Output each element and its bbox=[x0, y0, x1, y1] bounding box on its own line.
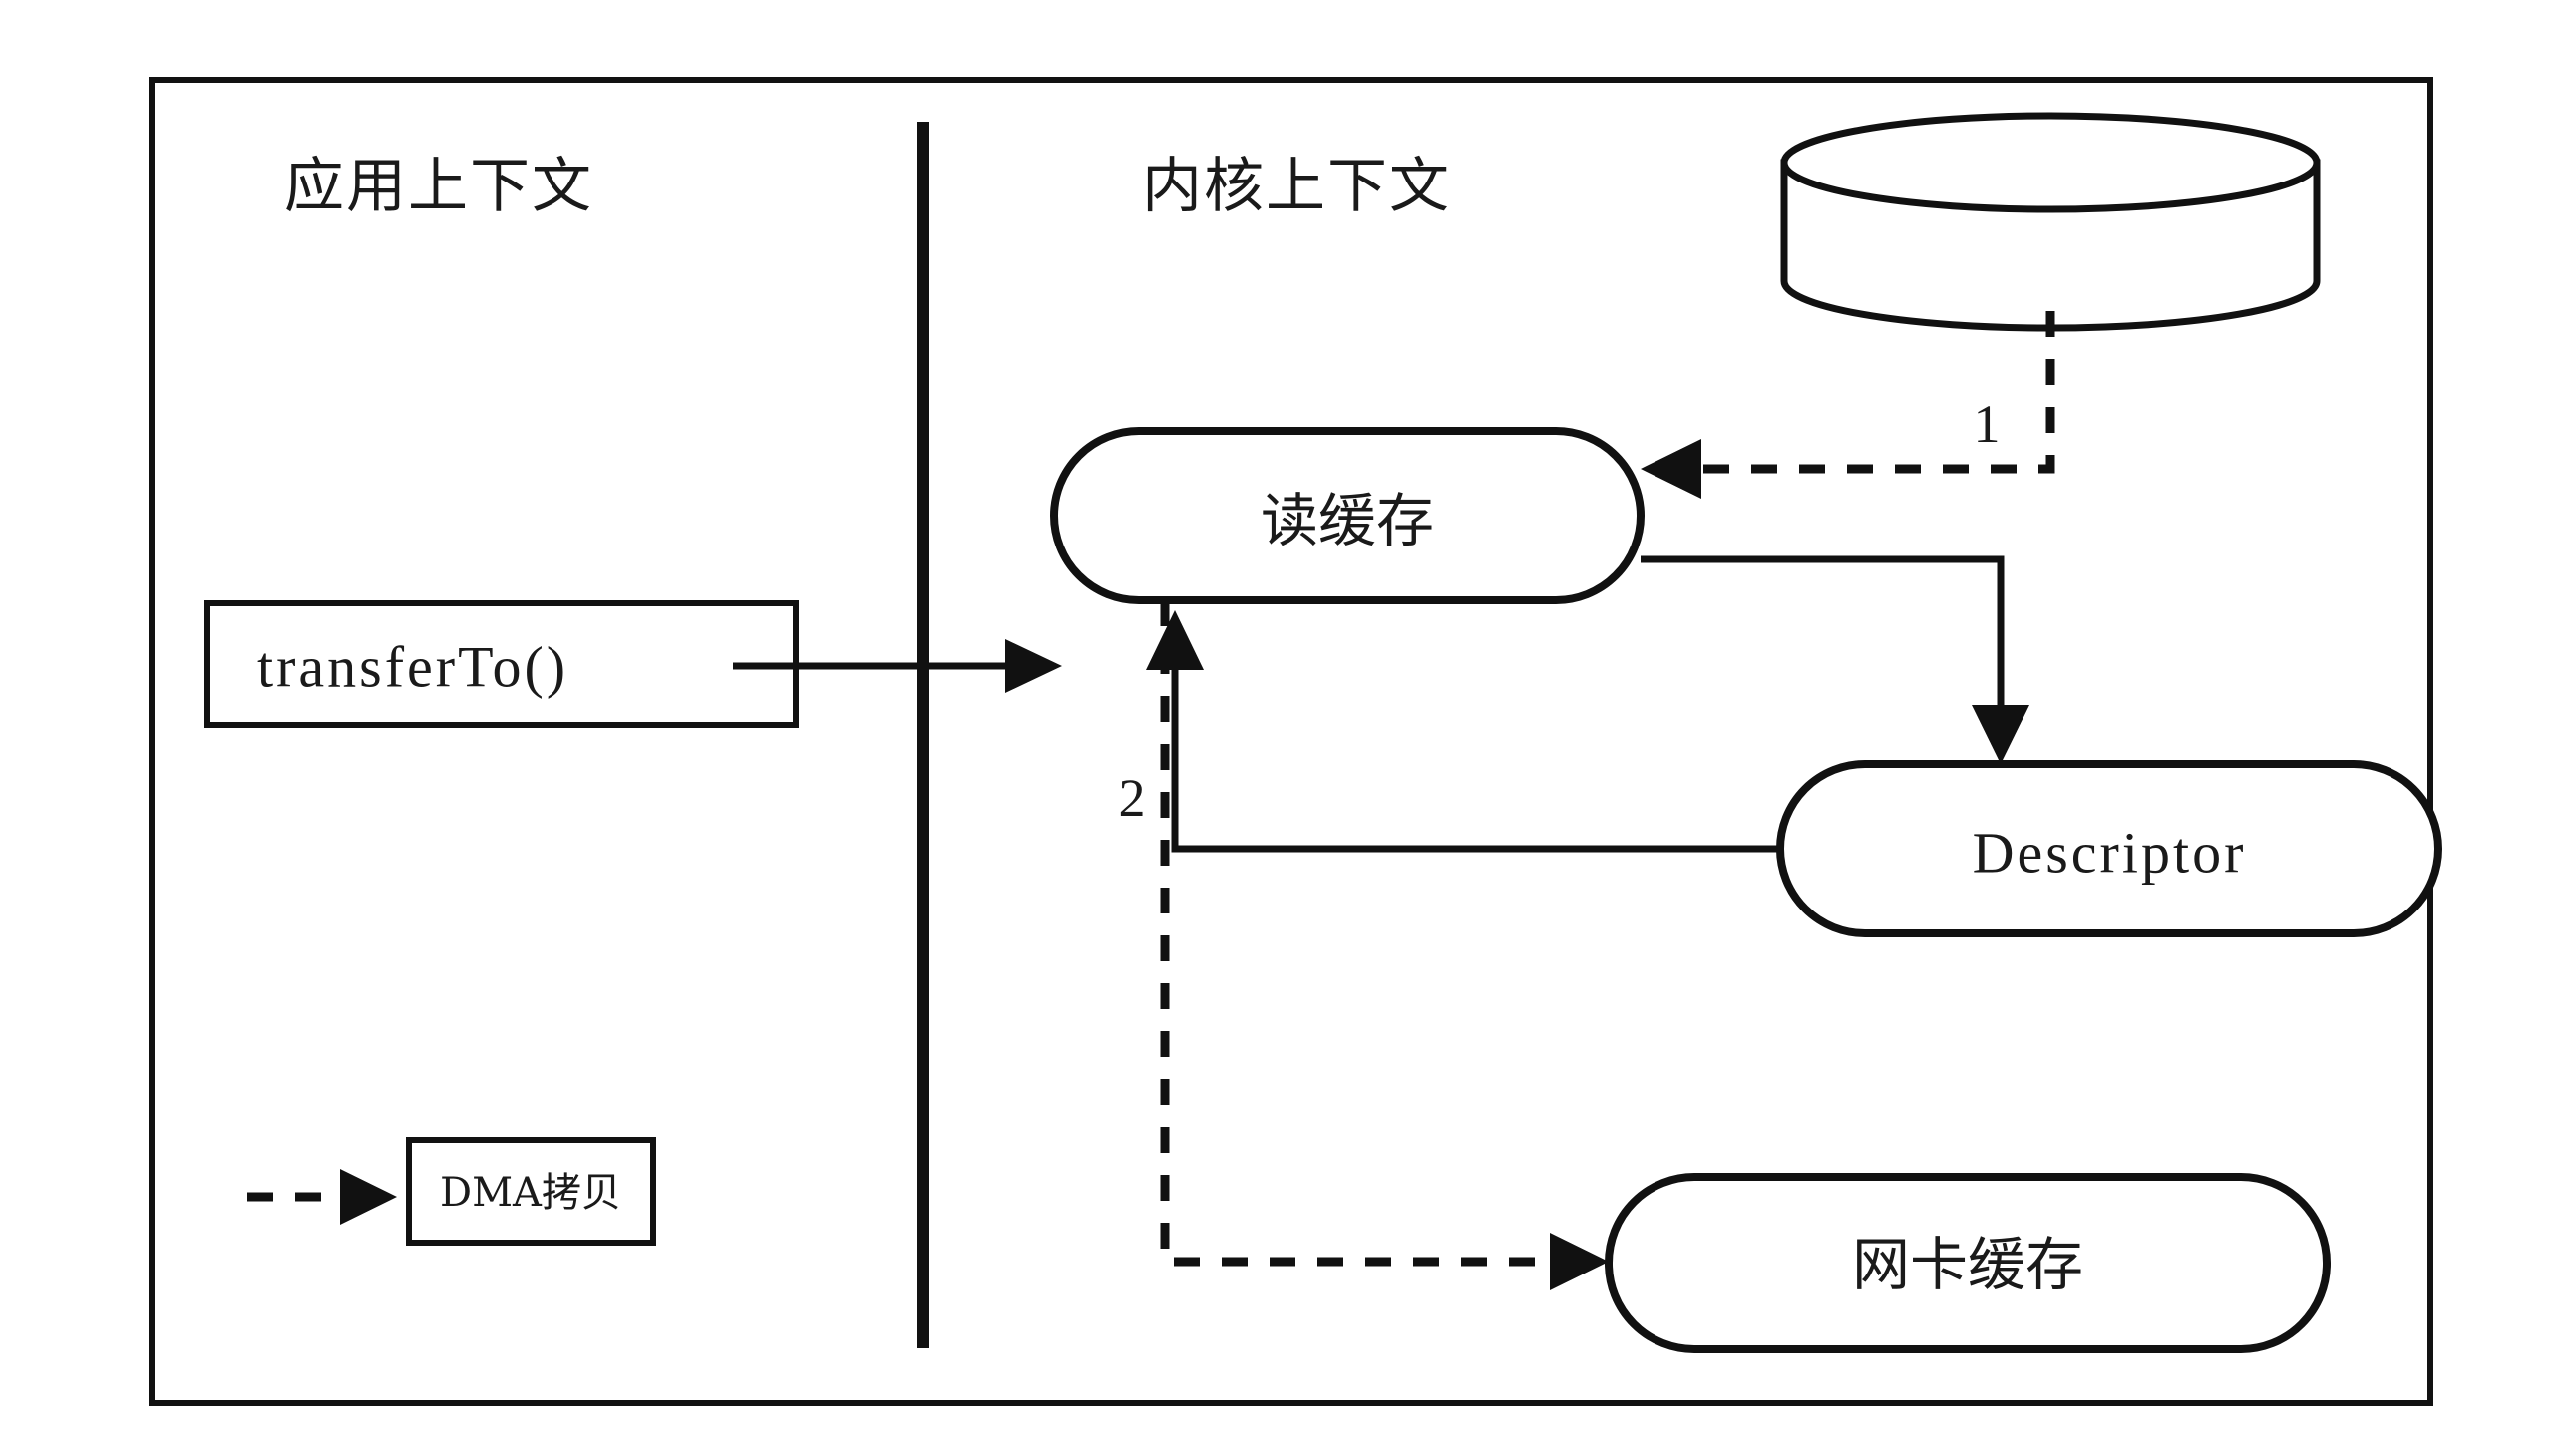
step-2-label: 2 bbox=[1119, 768, 1146, 828]
legend-dashed-arrow-icon bbox=[247, 1169, 397, 1225]
read-buffer-to-descriptor-arrow bbox=[1641, 555, 2029, 764]
descriptor-label: Descriptor bbox=[1973, 821, 2247, 886]
nic-buffer-node bbox=[1605, 1173, 2331, 1353]
dma-copy-1-arrow bbox=[1641, 311, 2055, 499]
disk-cylinder-icon bbox=[1780, 112, 2321, 332]
legend-dma-copy-label: DMA拷贝 bbox=[440, 1170, 621, 1216]
legend-box bbox=[406, 1137, 656, 1246]
nic-buffer-label: 网卡缓存 bbox=[1852, 1231, 2083, 1298]
left-context-header: 应用上下文 bbox=[284, 152, 593, 221]
read-buffer-node bbox=[1050, 427, 1645, 604]
right-context-header: 内核上下文 bbox=[1142, 152, 1451, 221]
dma-copy-2-arrow bbox=[1160, 600, 1609, 1290]
step-1-label: 1 bbox=[1974, 394, 2001, 454]
context-divider bbox=[917, 122, 929, 1348]
read-buffer-label: 读缓存 bbox=[1261, 487, 1434, 554]
transfer-to-label: transferTo() bbox=[257, 635, 568, 700]
transfer-to-arrow bbox=[733, 639, 1062, 693]
